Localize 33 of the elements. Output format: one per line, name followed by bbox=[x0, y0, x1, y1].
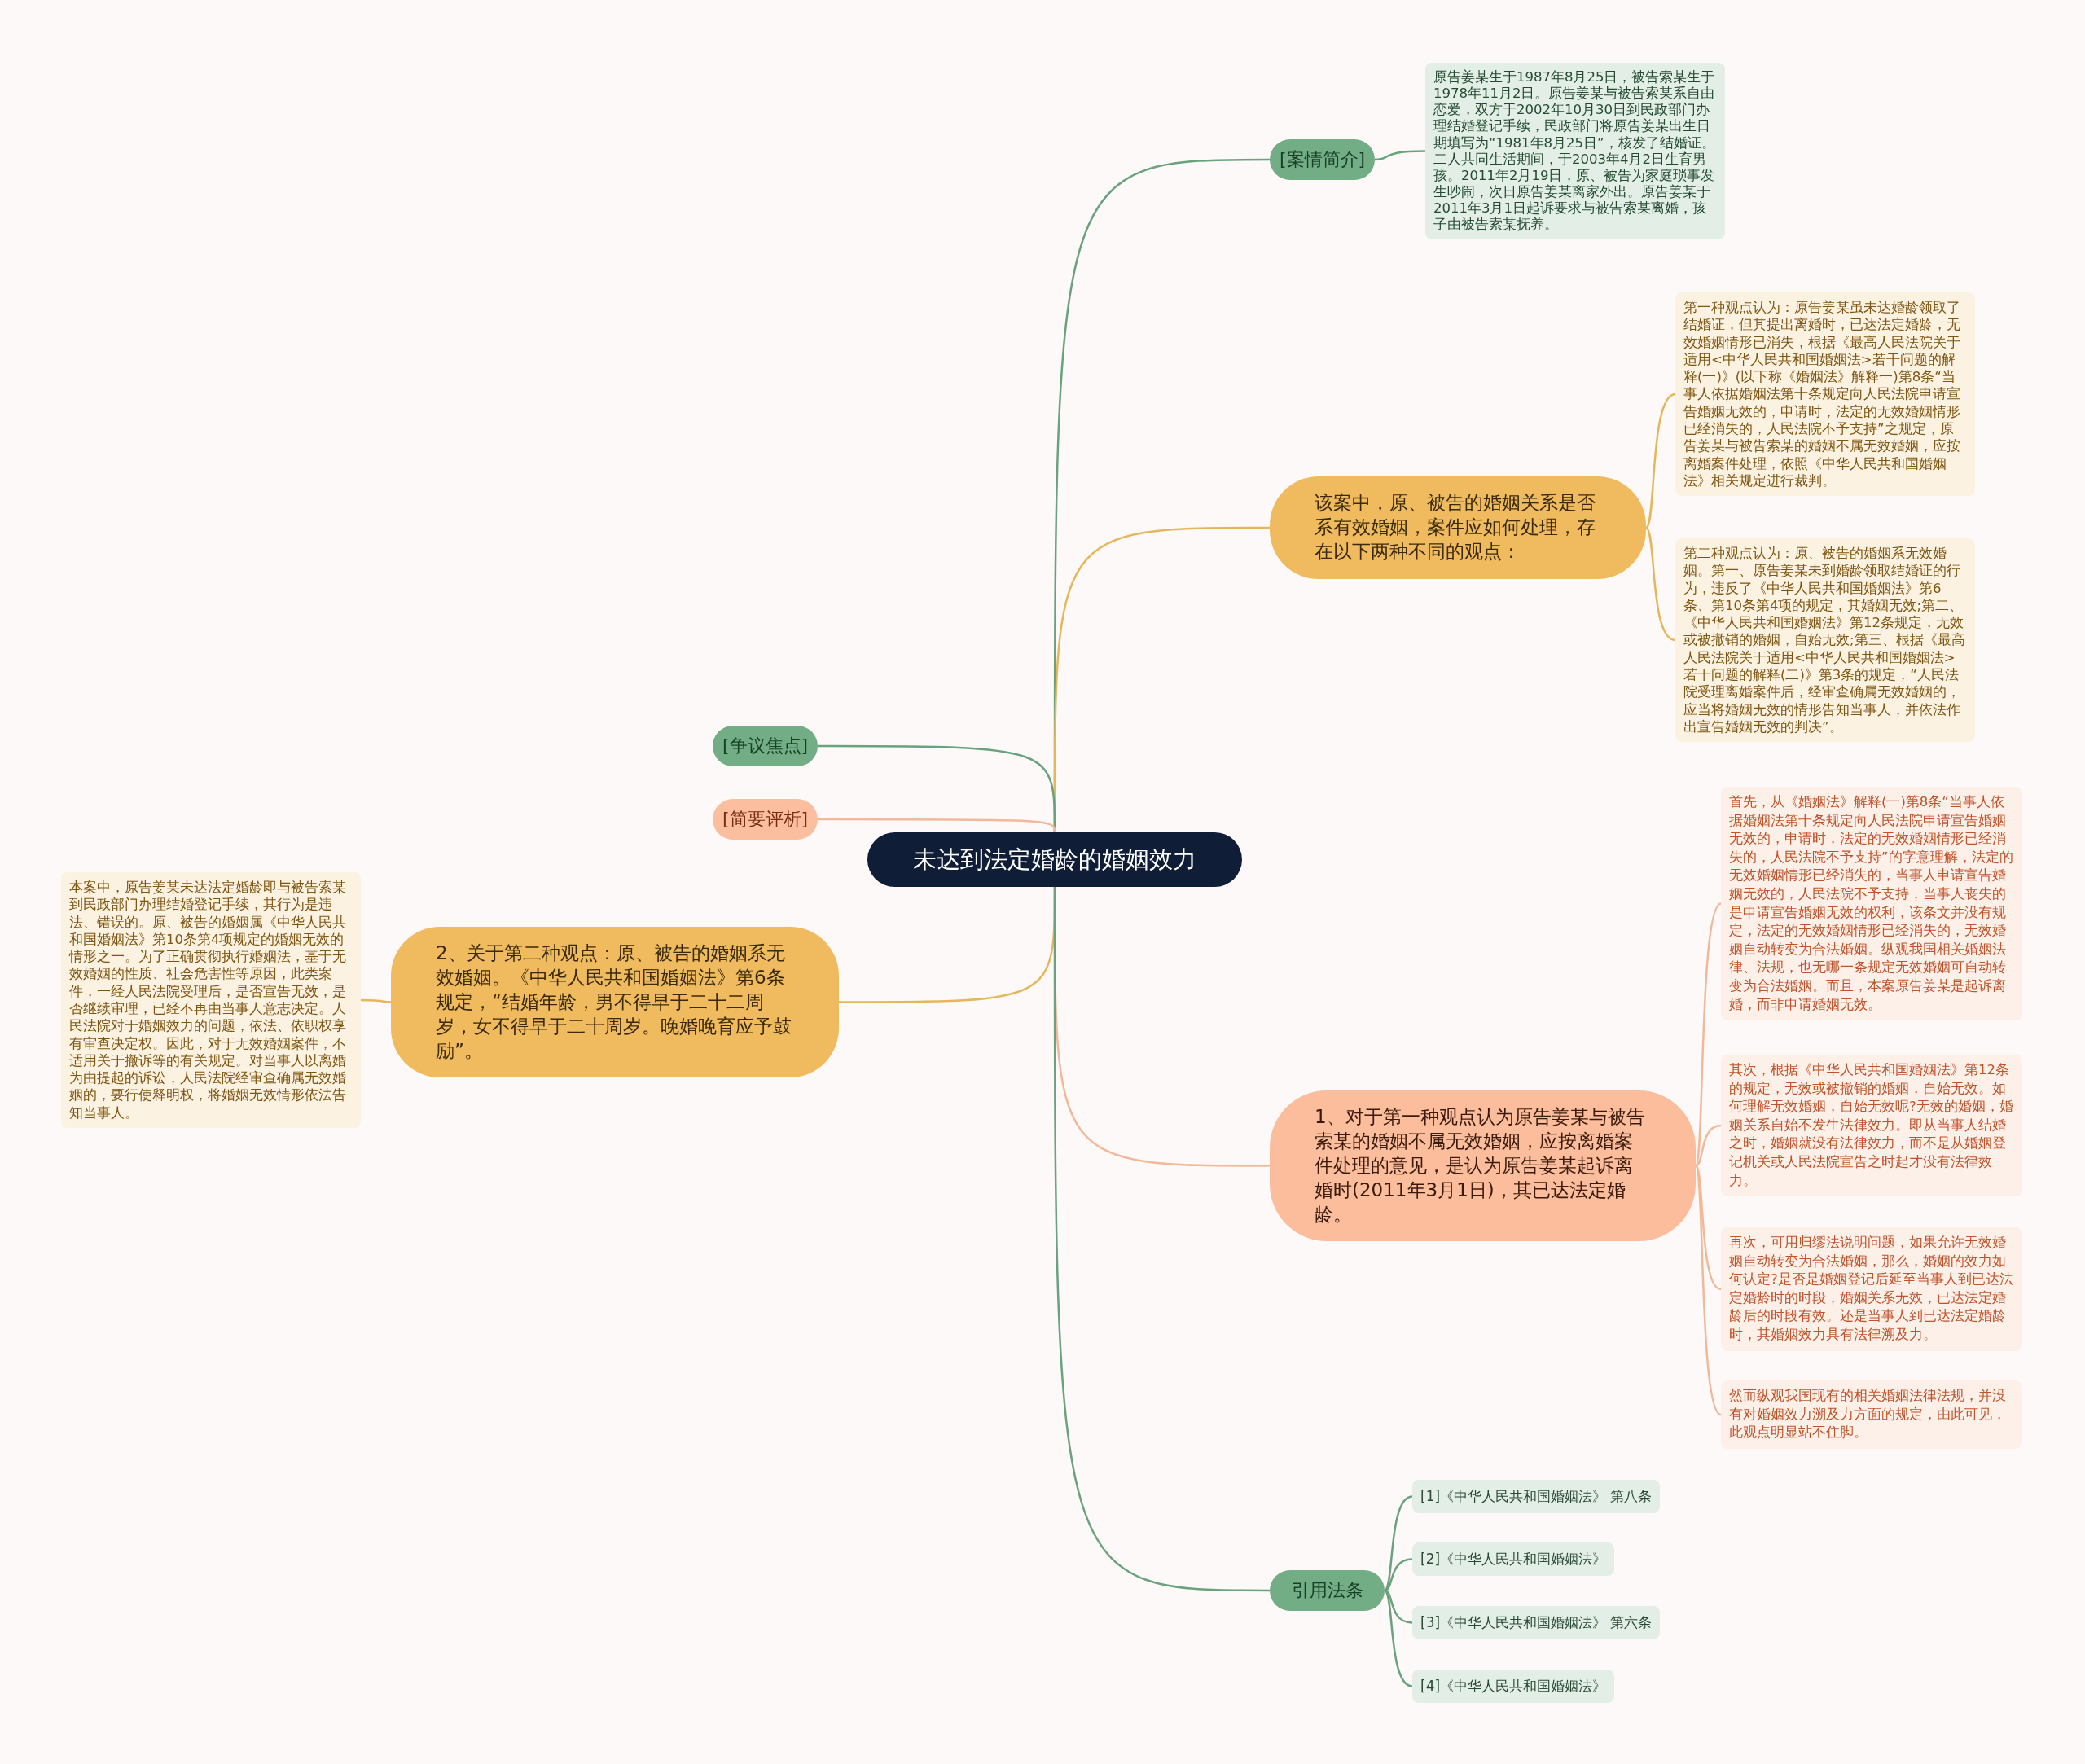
connector-line bbox=[1374, 150, 1426, 161]
note-box: 然而纵观我国现有的相关婚姻法律法规，并没有对婚姻效力溯及力方面的规定，由此可见，此观点明显站不住脚。 bbox=[1721, 1380, 2022, 1449]
note-box: 其次，根据《中华人民共和国婚姻法》第12条的规定，无效或被撤销的婚姻，自始无效。如何理解无效婚姻，自始无效呢?无效的婚姻，婚姻关系自始不发生法律效力。即从当事人结婚之时，婚姻就没有法律效力，而不是从婚姻登记机关或人民法院宣告之时起才没有法律效力。 bbox=[1721, 1055, 2022, 1197]
connector-line bbox=[361, 998, 392, 1003]
note-box: 原告姜某生于1987年8月25日，被告索某生于1978年11月2日。原告姜某与被告索某系自由恋爱，双方于2002年10月30日到民政部门办理结婚登记手续，民政部门将原告姜某出生日期填写为“1981年8月25日”，核发了结婚证。二人共同生活期间，于2003年4月2日生育男孩。2011年2月19日，原、被告为家庭琐事发生吵闹，次日原告姜某离家外出。原告姜某于2011年3月1日起诉要求与被告索某离婚，孩子由被告索某抚养。 bbox=[1425, 63, 1725, 240]
connector-line bbox=[1694, 1165, 1722, 1415]
citation-box: [1]《中华人民共和国婚姻法》 第八条 bbox=[1412, 1480, 1661, 1513]
central-topic-box: 未达到法定婚龄的婚姻效力 bbox=[867, 832, 1242, 888]
connector-line bbox=[1384, 1495, 1413, 1591]
note-box: 本案中，原告姜某未达法定婚龄即与被告索某到民政部门办理结婚登记手续，其行为是违法、错误的。原、被告的婚姻属《中华人民共和国婚姻法》第10条第4项规定的婚姻无效的情形之一。为了正确贯彻执行婚姻法，基于无效婚姻的性质、社会危害性等原因，此类案件，一经人民法院受理后，是否宣告无效，是否继续审理，已经不再由当事人意志决定。人民法院对于婚姻效力的问题，依法、依职权享有审查决定权。因此，对于无效婚姻案件，不适用关于撤诉等的有关规定。对当事人以离婚为由提起的诉讼，人民法院经审查确属无效婚姻的，要行使释明权，将婚姻无效情形依法告知当事人。 bbox=[61, 872, 361, 1128]
connector-line bbox=[1645, 393, 1676, 529]
topic-box: 该案中，原、被告的婚姻关系是否系有效婚姻，案件应如何处理，存在以下两种不同的观点： bbox=[1270, 476, 1646, 579]
note-box: 第二种观点认为：原、被告的婚姻系无效婚姻。第一、原告姜某未到婚龄领取结婚证的行为，违反了《中华人民共和国婚姻法》第6条、第10条第4项的规定，其婚姻无效;第二、《中华人民共和国婚姻法》第12条规定，无效或被撤销的婚姻，自始无效;第三、根据《最高人民法院关于适用<中华人民共和国婚姻法>若干问题的解释(二)》第3条的规定，“人民法院受理离婚案件后，经审查确属无效婚姻的，应当将婚姻无效的情形告知当事人，并依法作出宣告婚姻无效的判决”。 bbox=[1675, 538, 1975, 743]
note-box: 再次，可用归缪法说明问题，如果允许无效婚姻自动转变为合法婚姻，那么，婚姻的效力如何认定?是否是婚姻登记后延至当事人到已达法定婚龄时的时段，婚姻关系无效，已达法定婚龄后的时段有效。还是当事人到已达法定婚龄时，其婚姻效力具有法律溯及力。 bbox=[1721, 1227, 2022, 1351]
topic-tag: [简要评析] bbox=[713, 799, 819, 840]
topic-box: 2、关于第二种观点：原、被告的婚姻系无效婚姻。《中华人民共和国婚姻法》第6条规定，“结婚年龄，男不得早于二十二周岁，女不得早于二十周岁。晚婚晚育应予鼓励”。 bbox=[391, 927, 839, 1078]
connector-line bbox=[1695, 1165, 1722, 1291]
note-box: 第一种观点认为：原告姜某虽未达婚龄领取了结婚证，但其提出离婚时，已达法定婚龄，无效婚姻情形已消失，根据《最高人民法院关于适用<中华人民共和国婚姻法>若干问题的解释(一)》(以下称《婚姻法》解释一)第8条“当事人依据婚姻法第十条规定向人民法院申请宣告婚姻无效的，申请时，法定的无效婚姻情形已经消失的，人民法院不予支持”之规定，原告姜某与被告索某的婚姻不属无效婚姻，应按离婚案件处理，依照《中华人民共和国婚姻法》相关规定进行裁判。 bbox=[1675, 292, 1975, 497]
connector-line bbox=[1384, 1590, 1413, 1687]
note-box: 首先，从《婚姻法》解释(一)第8条“当事人依据婚姻法第十条规定向人民法院申请宣告婚姻无效的，申请时，法定的无效婚姻情形已经消失的，人民法院不予支持”的字意理解，法定的无效婚姻情形已经消失的，当事人申请宣告婚姻无效的，人民法院不予支持，当事人丧失的是申请宣告婚姻无效的权利，该条文并没有规定，法定的无效婚姻情形已经消失的，无效婚姻自动转变为合法婚姻。纵观我国相关婚姻法律、法规，也无哪一条规定无效婚姻可自动转变为合法婚姻。而且，本案原告姜某是起诉离婚，而非申请婚姻无效。 bbox=[1721, 787, 2022, 1021]
topic-tag: [争议焦点] bbox=[713, 726, 819, 766]
connector-line bbox=[1384, 1589, 1413, 1624]
connector-line bbox=[818, 818, 1056, 833]
citation-box: [4]《中华人民共和国婚姻法》 bbox=[1412, 1670, 1615, 1703]
topic-box: 1、对于第一种观点认为原告姜某与被告索某的婚姻不属无效婚姻，应按离婚案件处理的意见，是认为原告姜某起诉离婚时(2011年3月1日)，其已达法定婚龄。 bbox=[1270, 1090, 1696, 1242]
connector-line bbox=[1695, 1124, 1722, 1167]
connector-line bbox=[1694, 902, 1722, 1166]
topic-tag: 引用法条 bbox=[1270, 1570, 1385, 1611]
connector-line bbox=[1645, 527, 1676, 642]
citation-box: [3]《中华人民共和国婚姻法》 第六条 bbox=[1412, 1606, 1661, 1639]
citation-box: [2]《中华人民共和国婚姻法》 bbox=[1412, 1542, 1615, 1576]
topic-tag: [案情简介] bbox=[1270, 139, 1376, 180]
connector-line bbox=[1384, 1558, 1413, 1592]
